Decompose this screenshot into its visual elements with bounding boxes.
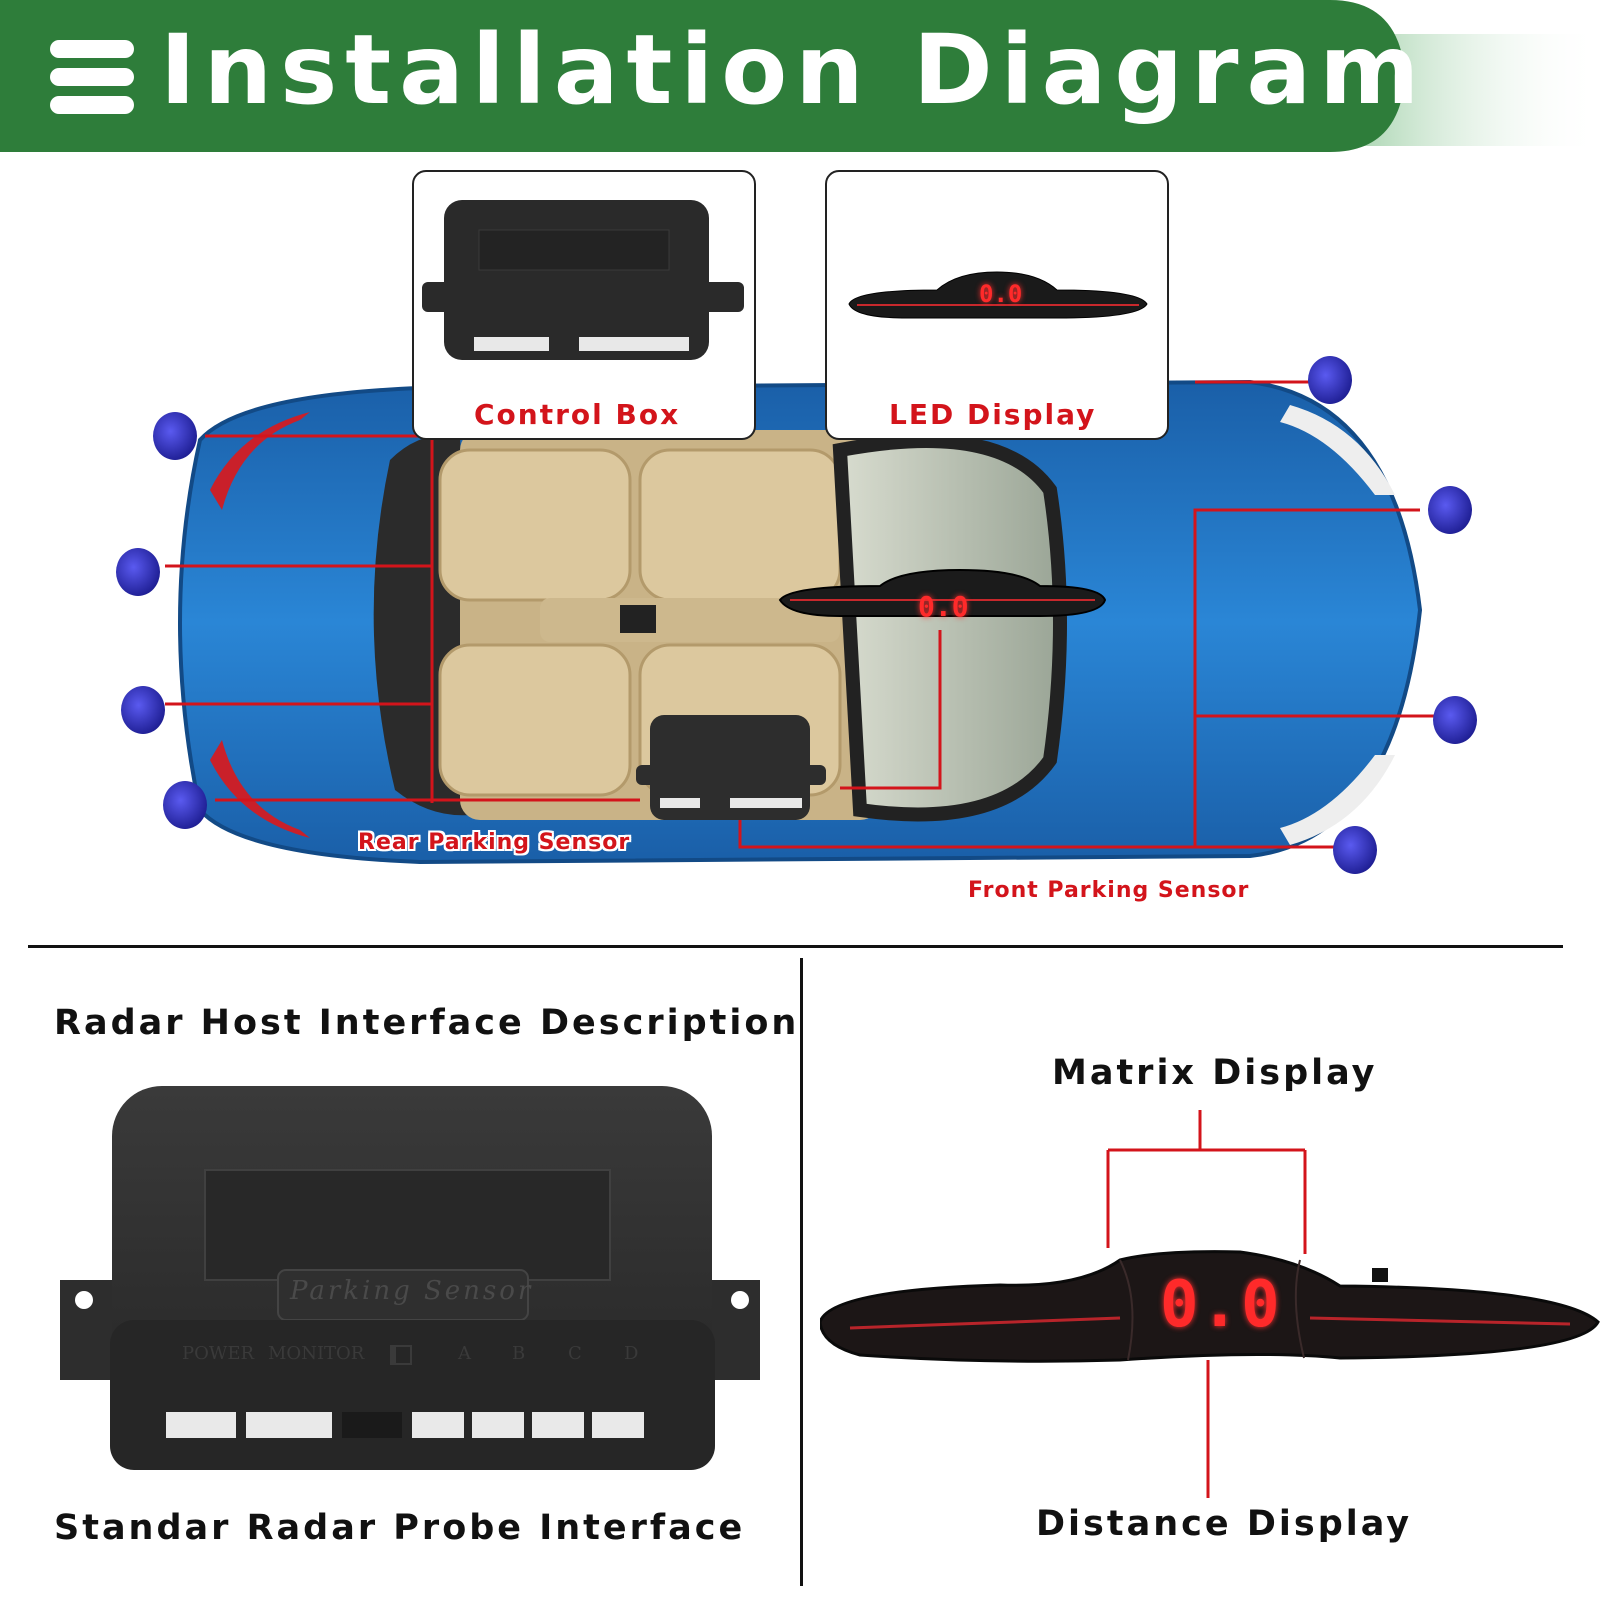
control-box-image — [422, 200, 744, 360]
control-box-inset: Control Box — [412, 170, 756, 440]
port-label-a: A — [458, 1343, 471, 1364]
port-label-monitor: MONITOR — [268, 1343, 365, 1364]
sensor-icon — [153, 412, 197, 460]
vertical-divider — [800, 958, 803, 1586]
speaker-icon — [390, 1345, 412, 1365]
sensor-icon — [1308, 356, 1352, 404]
car-led-display — [778, 568, 1107, 617]
sensor-icon — [1433, 696, 1477, 744]
port-label-d: D — [624, 1343, 639, 1364]
wiring-lines — [165, 380, 1440, 849]
led-display-image — [848, 271, 1148, 319]
page-title: Installation Diagram — [160, 14, 1428, 126]
sensor-icon — [1333, 826, 1377, 874]
banner-shape — [0, 0, 1600, 152]
header-banner: Installation Diagram — [0, 0, 1600, 152]
car-body — [178, 379, 1423, 865]
horizontal-divider — [28, 945, 1563, 948]
car-control-box — [636, 715, 826, 820]
front-parking-sensor-label: Front Parking Sensor — [968, 878, 1250, 903]
rear-parking-sensor-label: Rear Parking Sensor — [358, 830, 631, 855]
radar-host-title: Radar Host Interface Description — [54, 1003, 800, 1043]
car-diagram — [116, 356, 1477, 874]
control-box-label: Control Box — [474, 398, 681, 431]
sensor-icon — [1428, 486, 1472, 534]
led-display-inset: 0.0 LED Display — [825, 170, 1169, 440]
matrix-display-image — [820, 1250, 1600, 1363]
rear-sensors — [116, 412, 207, 829]
inset-led-digits: 0.0 — [979, 280, 1023, 308]
port-label-c: C — [568, 1343, 582, 1364]
sensor-icon — [116, 548, 160, 596]
display-callout-lines — [820, 1110, 1600, 1498]
brand-text: Parking Sensor — [290, 1276, 534, 1306]
car-display-digits: 0.0 — [918, 590, 969, 623]
led-display-label: LED Display — [889, 398, 1097, 431]
radar-host-image — [60, 1086, 760, 1470]
hamburger-menu-icon — [0, 0, 150, 152]
matrix-display-label: Matrix Display — [1052, 1053, 1378, 1093]
front-sensors — [1308, 356, 1477, 874]
distance-display-label: Distance Display — [1036, 1504, 1413, 1544]
port-label-b: B — [512, 1343, 526, 1364]
port-label-power: POWER — [182, 1343, 255, 1364]
sensor-icon — [121, 686, 165, 734]
matrix-display-digits: 0.0 — [1160, 1268, 1282, 1342]
sensor-icon — [163, 781, 207, 829]
probe-interface-caption: Standar Radar Probe Interface — [54, 1508, 746, 1548]
